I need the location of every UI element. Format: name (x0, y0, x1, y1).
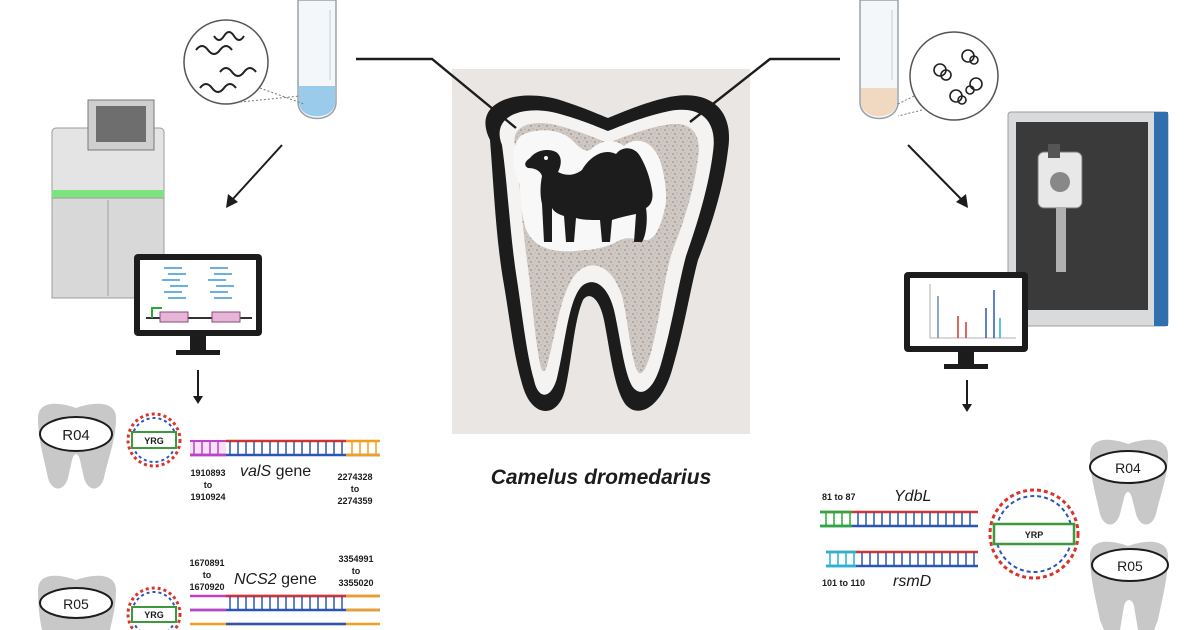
gene-name-YdbL: YdbL (894, 488, 931, 505)
camel-eye (544, 156, 548, 160)
dna-strand-icon (195, 45, 233, 55)
plasmid-label: YRP (1025, 530, 1044, 540)
gene-name-rsmD: rsmD (893, 573, 932, 590)
protein-icon (969, 77, 983, 91)
gene-left-end: 1670920 (189, 582, 224, 592)
mass-spectrometer-icon (1007, 111, 1169, 327)
tooth-r04-left: R04 (38, 403, 116, 489)
arrow-to-mass-spectrometer (907, 144, 963, 201)
gene-right-start: 2274328 (337, 472, 372, 482)
plasmid-label: YRG (144, 610, 164, 620)
tooth-r05-left: R05 (38, 575, 116, 630)
dna-strand-icon (219, 67, 257, 77)
dna-magnifier (183, 19, 305, 105)
tooth-label: R04 (62, 427, 90, 444)
left-connector-line (356, 57, 517, 129)
gene-left-to-word: to (203, 570, 212, 580)
dna-helix-NCS2 (190, 594, 380, 626)
dna-helix-YdbL (820, 510, 978, 528)
dna-helix-valS (190, 439, 380, 457)
dna-strand-icon (213, 31, 245, 41)
plasmid-yrg-bottom: YRG (126, 586, 182, 630)
spectrum-monitor-icon (904, 272, 1028, 369)
gene-name-valS: valS gene (240, 463, 311, 480)
gene-left-end: 1910924 (190, 492, 225, 502)
gene-range: 101 to 110 (822, 578, 865, 588)
dna-strand-icon (199, 83, 237, 93)
plasmid-yrg-top: YRG (126, 412, 182, 468)
sequencing-reads-monitor-icon (134, 254, 262, 355)
dna-helix-rsmD (826, 550, 978, 568)
tooth-label: R05 (1117, 558, 1143, 574)
camel-icon (525, 148, 653, 242)
tooth-label: R04 (1115, 460, 1141, 476)
dna-sample-tube (297, 0, 337, 120)
plasmid-yrp: YRP (988, 488, 1080, 580)
species-caption: Camelus dromedarius (491, 466, 712, 489)
gene-left-start: 1910893 (190, 468, 225, 478)
right-connector-line (689, 57, 840, 123)
plasmid-label: YRG (144, 436, 164, 446)
protein-magnifier (897, 31, 999, 121)
arrow-to-sequencer (231, 144, 283, 201)
gene-right-end: 3355020 (338, 578, 373, 588)
tooth-label: R05 (63, 596, 89, 612)
gene-right-to-word: to (351, 484, 360, 494)
gene-right-to-word: to (352, 566, 361, 576)
tooth-r04-right: R04 (1089, 439, 1168, 525)
central-tooth-illustration (452, 69, 750, 434)
protein-sample-tube (859, 0, 899, 120)
gene-right-end: 2274359 (337, 496, 372, 506)
gene-left-start: 1670891 (189, 558, 224, 568)
tooth-r05-right: R05 (1090, 541, 1169, 630)
gene-left-to-word: to (204, 480, 213, 490)
gene-right-start: 3354991 (338, 554, 373, 564)
gene-name-NCS2: NCS2 gene (234, 571, 317, 588)
gene-range: 81 to 87 (822, 492, 856, 502)
